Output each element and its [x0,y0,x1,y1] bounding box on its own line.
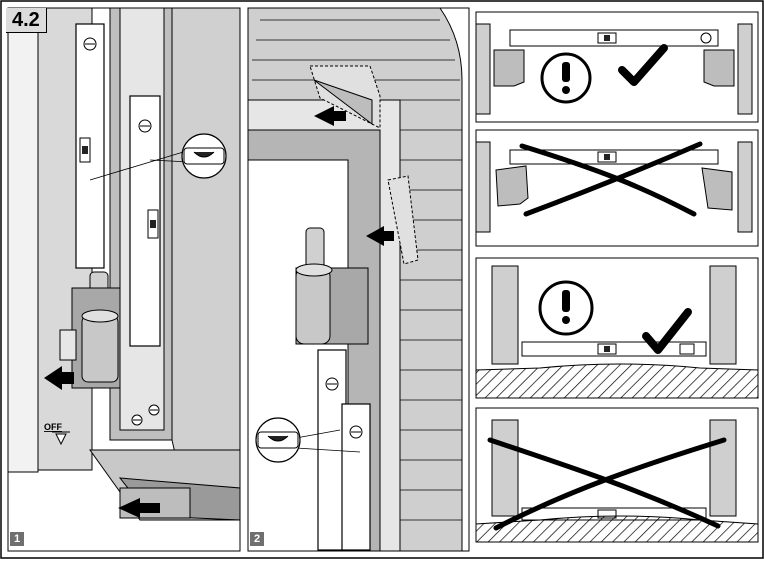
floor-hatch [475,363,759,399]
spirit-level-right [129,95,161,347]
panel-2 [247,7,470,552]
panel-d-wrong [475,407,759,543]
section-number: 4.2 [6,8,47,33]
hinge-panel-2 [295,227,369,345]
push-arrow-side [366,226,394,246]
panel-1: OFF [7,7,241,552]
bubble-detail-2 [255,417,301,463]
cross-icon [519,141,703,217]
screw-icons [131,404,160,426]
panel-a-correct [475,11,759,123]
checkmark-icon [618,44,668,86]
step-label-2: 2 [250,532,264,546]
floor-hatch-2 [475,515,759,543]
push-arrow-bottom [118,498,160,518]
valve-symbol [55,433,67,446]
hinge-panel-1 [59,271,121,389]
push-arrow-top [314,106,346,126]
checkmark-icon-2 [642,308,692,354]
bubble-detail [181,133,227,179]
push-arrow-hinge [44,366,74,390]
spirit-level-left [75,23,105,269]
cross-icon-2 [487,437,727,531]
off-marking: OFF [44,422,62,432]
panel-c-correct [475,257,759,399]
wall-strip [7,7,39,473]
wedge-side [387,175,419,265]
panel-b-wrong [475,129,759,247]
step-label-1: 1 [10,532,24,546]
